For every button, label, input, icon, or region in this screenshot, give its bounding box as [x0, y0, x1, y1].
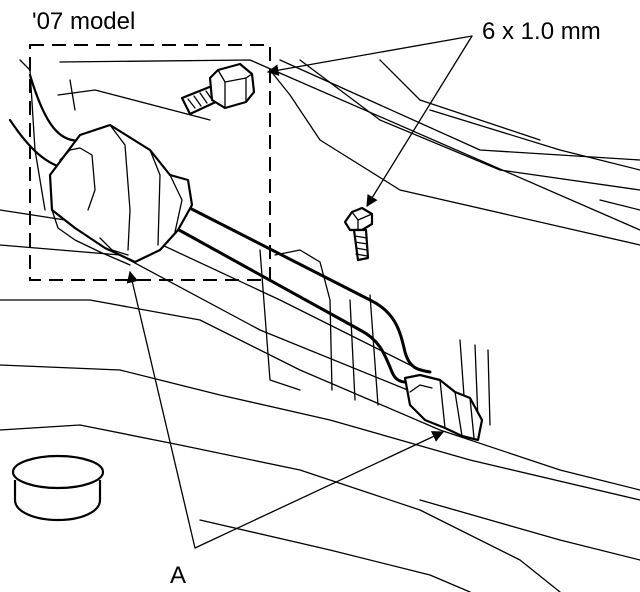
grommet-plug	[11, 454, 105, 522]
part-a-label: A	[170, 562, 186, 589]
body-panel-lines	[0, 59, 640, 592]
bushing-bracket	[403, 373, 484, 442]
flange-bolt-lower	[343, 206, 374, 262]
flange-bolt-upper	[180, 62, 256, 116]
model-detail-box	[29, 44, 271, 281]
bushing	[48, 123, 194, 266]
model-note-label: '07 model	[32, 8, 135, 35]
bolt-spec-label: 6 x 1.0 mm	[482, 18, 601, 45]
leader-lines	[126, 35, 473, 549]
